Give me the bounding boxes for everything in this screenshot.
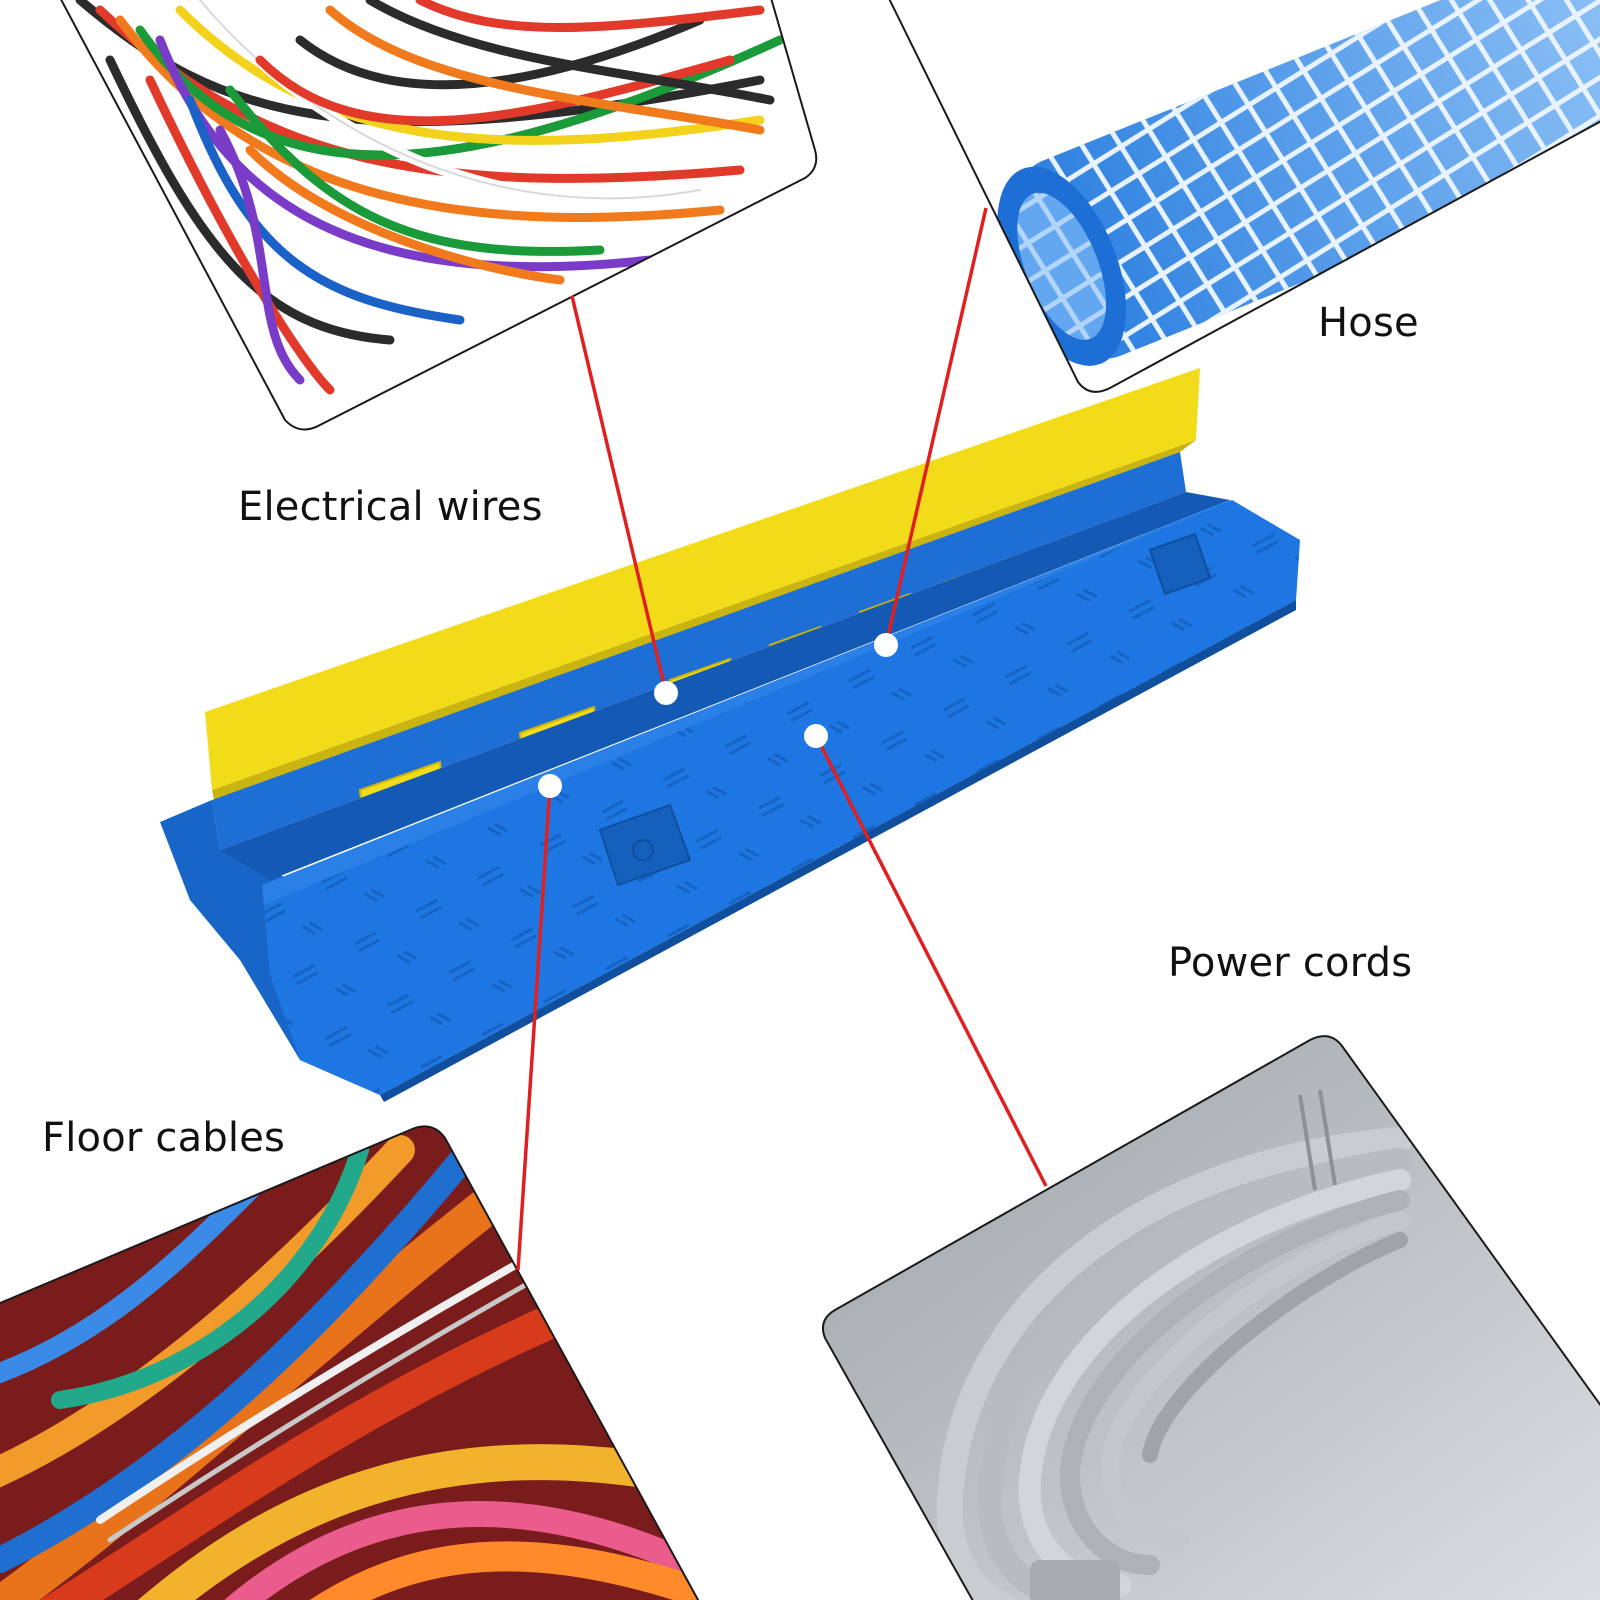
pointer-power-cords <box>814 735 1048 1187</box>
cable-protector-ramp <box>160 368 1300 1102</box>
label-floor-cables: Floor cables <box>42 1115 286 1161</box>
label-hose: Hose <box>1318 300 1419 346</box>
label-electrical-wires: Electrical wires <box>238 484 543 530</box>
pointer-electrical-wires <box>570 295 668 694</box>
dot-power-cords <box>804 724 828 748</box>
pointer-floor-cables <box>516 785 552 1271</box>
pointer-dots <box>538 633 898 798</box>
floor-cables-photo <box>0 1125 720 1600</box>
pointer-hose <box>884 207 988 646</box>
dot-electrical-wires <box>654 681 678 705</box>
electrical-wires-photo <box>40 0 818 431</box>
dot-floor-cables <box>538 774 562 798</box>
power-cords-photo <box>822 1035 1600 1600</box>
hose-photo <box>870 0 1600 393</box>
dot-hose <box>874 633 898 657</box>
pointer-lines <box>516 207 1048 1271</box>
label-power-cords: Power cords <box>1168 940 1413 986</box>
